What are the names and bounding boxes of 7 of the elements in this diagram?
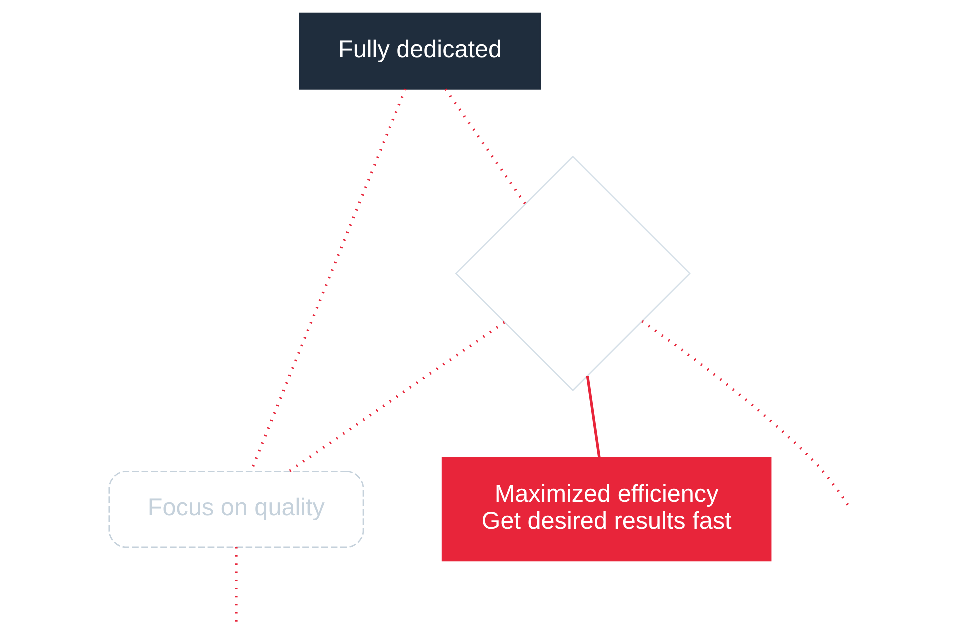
node-diamond <box>455 156 691 392</box>
connector <box>288 321 506 473</box>
connector <box>586 376 601 458</box>
node-box: Fully dedicated <box>299 12 542 90</box>
node-box: Focus on quality <box>108 471 364 548</box>
connector <box>444 88 527 205</box>
node-box: Maximized efficiency Get desired results fast <box>442 458 772 562</box>
